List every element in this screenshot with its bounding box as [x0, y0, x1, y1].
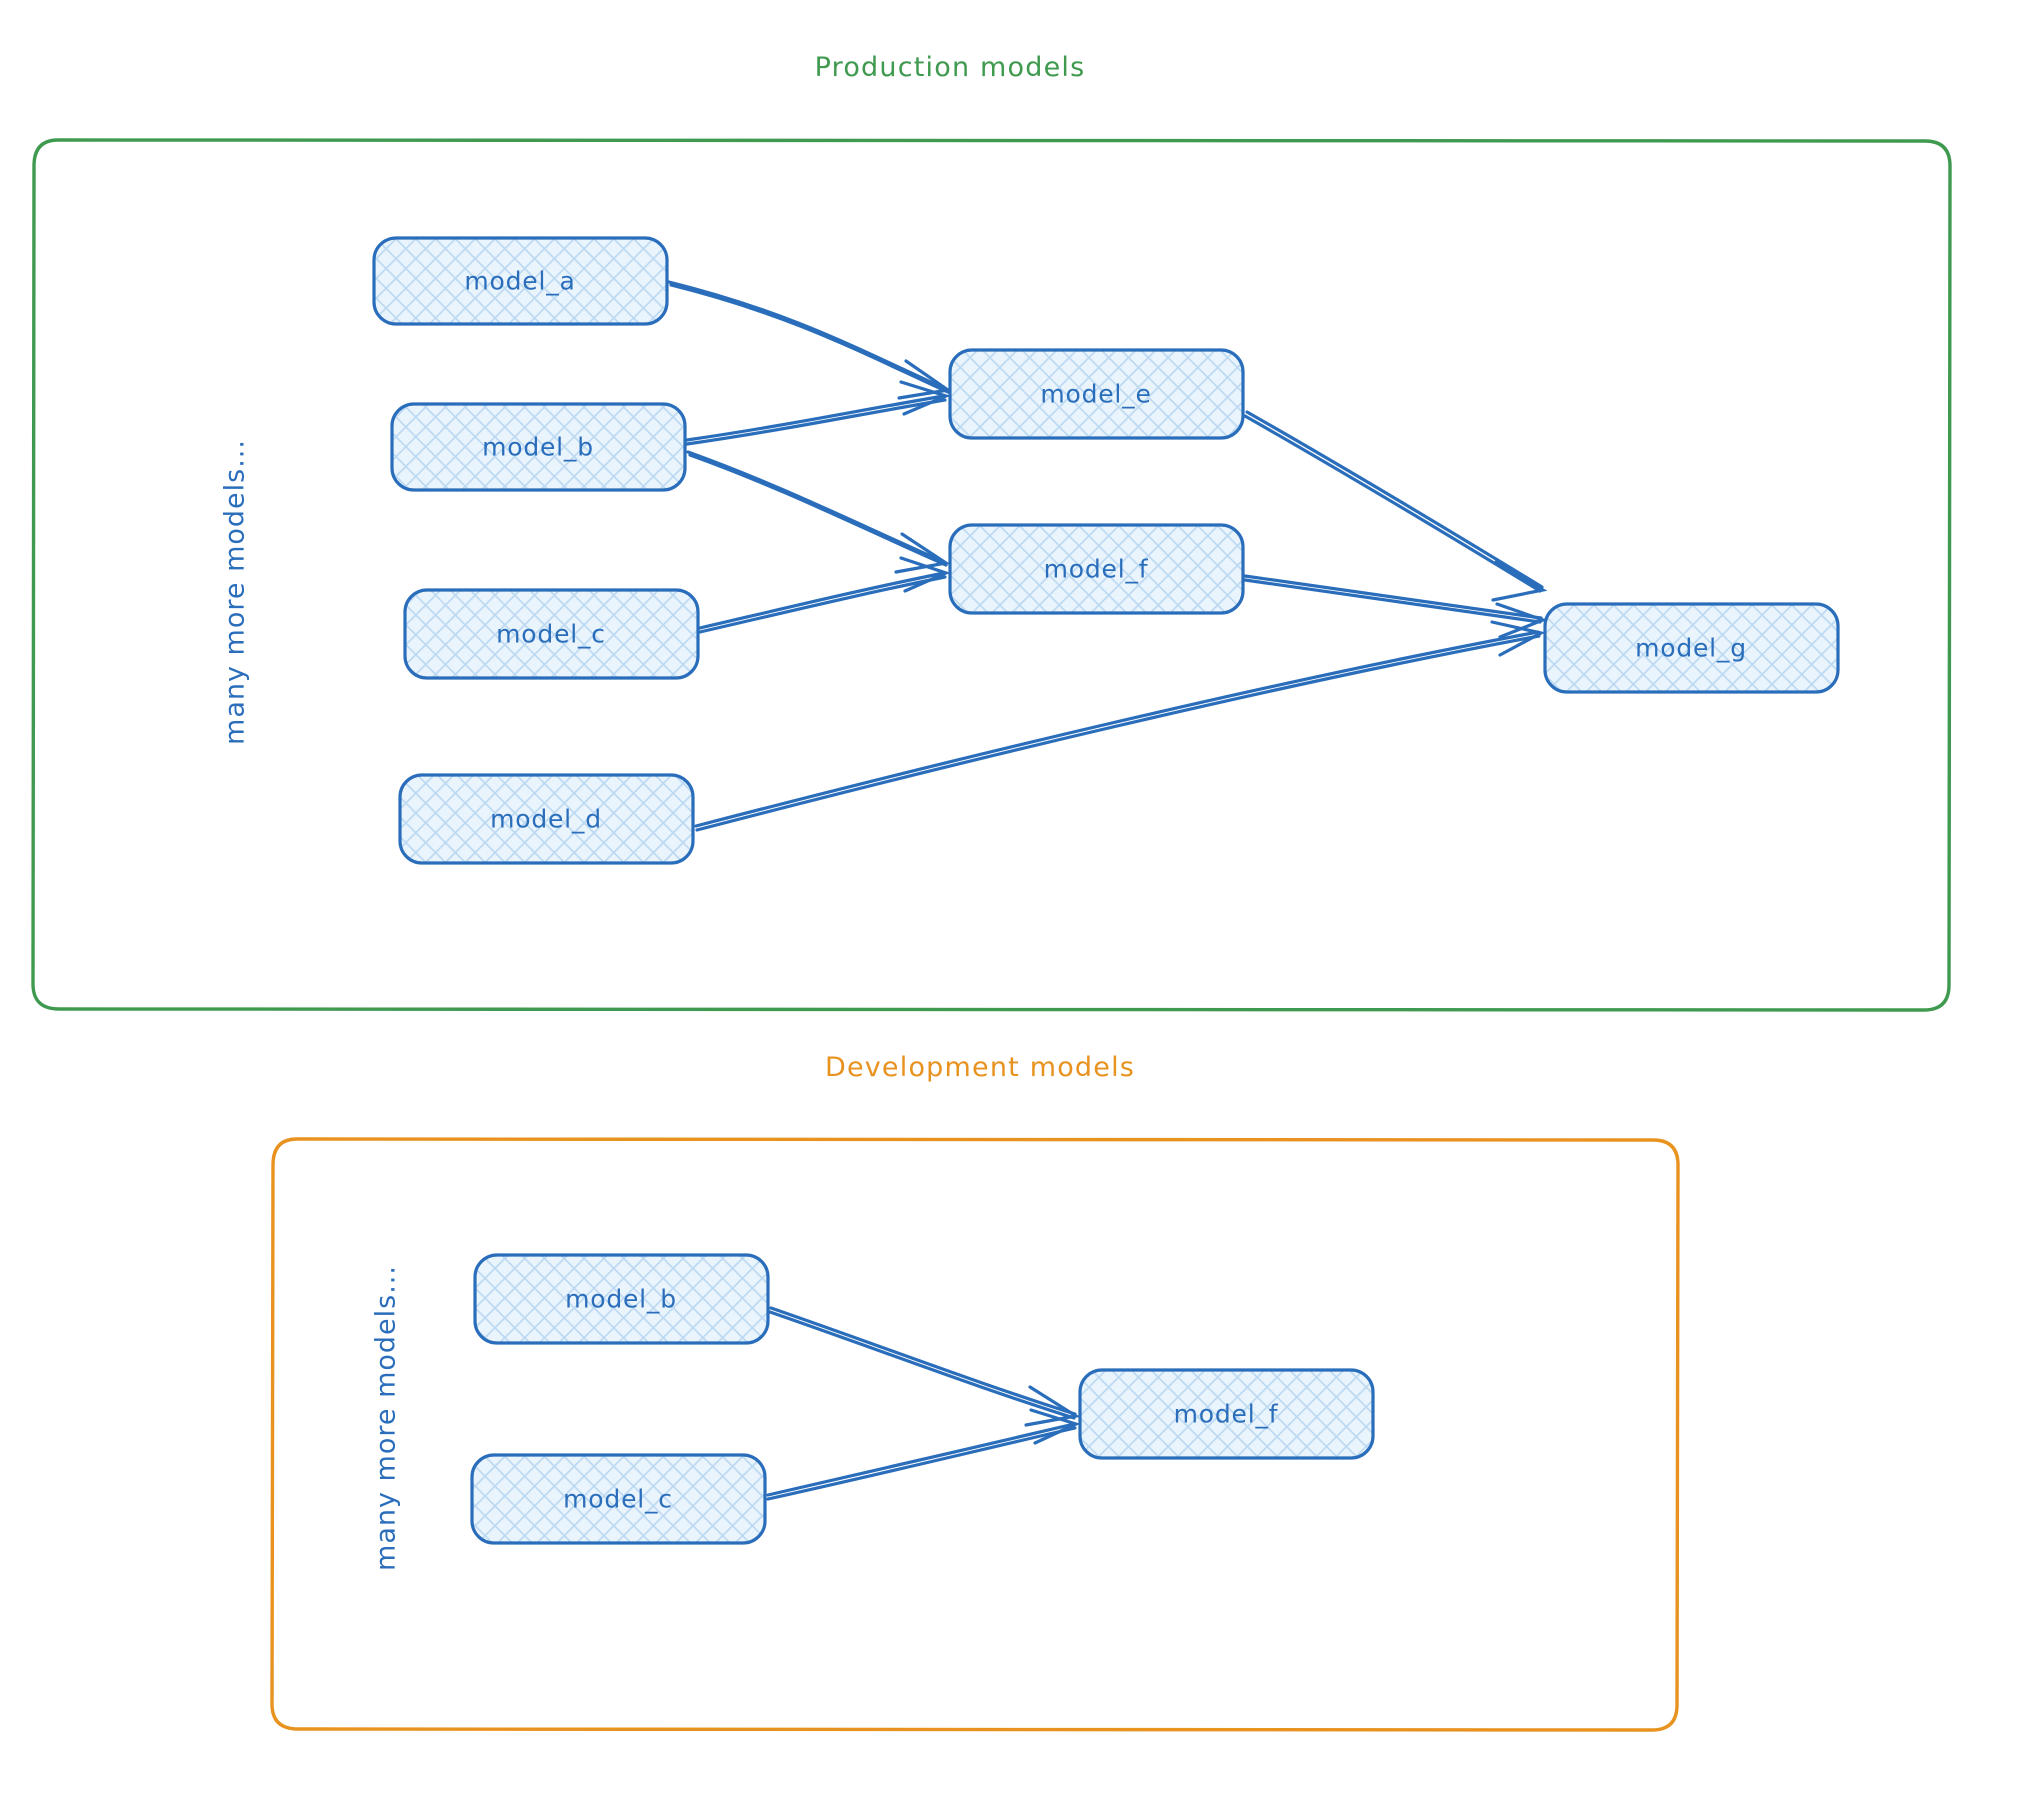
node-model-a[interactable] — [372, 236, 669, 326]
development-group-title: Development models — [824, 1052, 1136, 1083]
development-edges — [766, 1306, 1081, 1501]
edge-model-e-to-model-g — [1243, 410, 1548, 602]
development-container-border — [270, 1137, 1680, 1732]
development-nodes — [470, 1253, 1375, 1545]
edge-dev-model-c-to-dev-model-f — [766, 1408, 1081, 1501]
node-model-f[interactable] — [948, 523, 1245, 615]
production-side-label: many more models... — [219, 439, 251, 745]
production-nodes — [372, 236, 1840, 865]
production-container-border — [31, 138, 1952, 1012]
production-edges — [667, 280, 1548, 832]
node-dev-model-f[interactable] — [1078, 1368, 1375, 1460]
edge-model-f-to-model-g — [1243, 574, 1548, 639]
edge-dev-model-b-to-dev-model-f — [768, 1306, 1081, 1427]
development-group — [270, 1137, 1680, 1732]
edge-model-b-to-model-f — [686, 450, 951, 574]
edge-model-b-to-model-e — [685, 380, 951, 446]
edge-model-d-to-model-g — [694, 620, 1546, 832]
node-model-d[interactable] — [398, 773, 695, 865]
production-group — [31, 138, 1952, 1012]
node-dev-model-b[interactable] — [473, 1253, 770, 1345]
node-model-g[interactable] — [1543, 602, 1840, 694]
edge-model-c-to-model-f — [698, 556, 951, 634]
edge-model-a-to-model-e — [667, 280, 953, 400]
node-model-e[interactable] — [948, 348, 1245, 440]
node-model-c[interactable] — [403, 588, 700, 680]
node-dev-model-c[interactable] — [470, 1453, 767, 1545]
development-side-label: many more models... — [370, 1265, 402, 1571]
node-model-b[interactable] — [390, 402, 687, 492]
production-group-title: Production models — [814, 52, 1086, 83]
